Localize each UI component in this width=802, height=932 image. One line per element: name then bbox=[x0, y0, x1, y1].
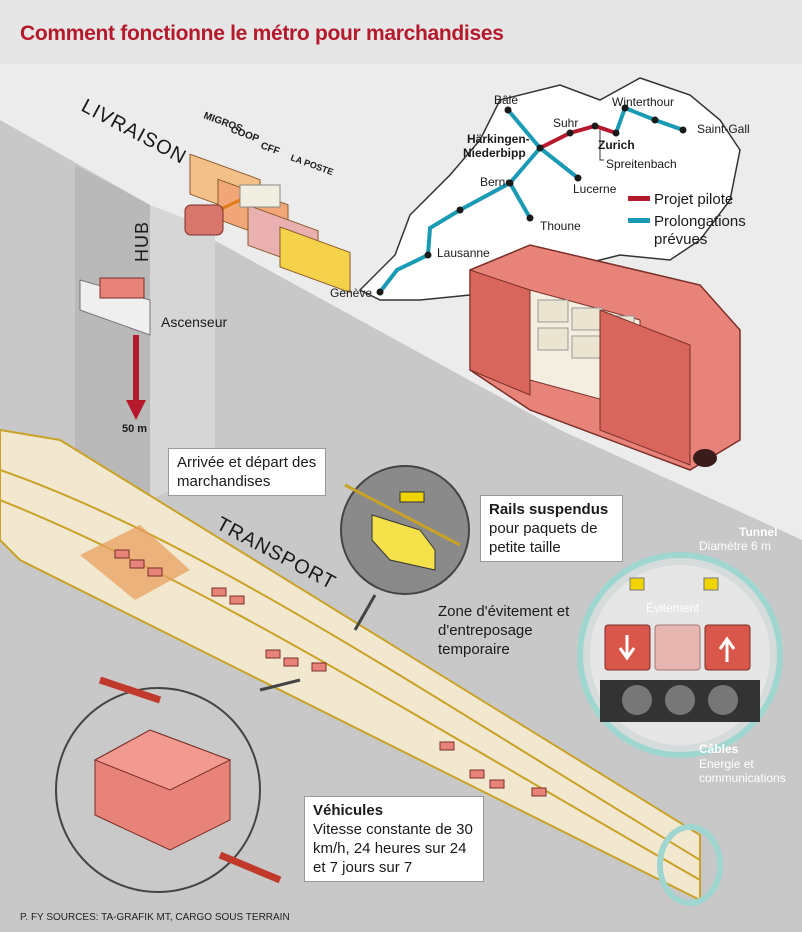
route-pilot bbox=[539, 123, 617, 150]
zone-label: Zone d'évitement et d'entreposage tempor… bbox=[438, 603, 570, 658]
header-band bbox=[0, 0, 802, 64]
route-lucerne bbox=[538, 146, 580, 180]
track-line-1 bbox=[0, 469, 701, 861]
hub-side bbox=[150, 205, 215, 500]
tunnel-cables-title: Câbles bbox=[699, 742, 739, 756]
rails-label: Rails suspendus pour paquets de petite t… bbox=[480, 495, 623, 562]
route-thoune bbox=[508, 182, 532, 219]
tunnel-bypass-label: Évitement bbox=[646, 600, 700, 615]
tunnel-diameter: Diamètre 6 m bbox=[699, 539, 771, 553]
route-basel bbox=[506, 108, 542, 150]
page-title: Comment fonctionne le métro pour marchan… bbox=[20, 22, 504, 45]
swiss-map bbox=[358, 77, 741, 301]
pallet-stack bbox=[239, 184, 281, 208]
tunnel-cross-section bbox=[577, 552, 783, 758]
vehicle-illustration bbox=[469, 244, 741, 471]
surface-pod bbox=[184, 204, 224, 236]
vehicles-label-title: Véhicules bbox=[313, 802, 384, 819]
city-suhr: Suhr bbox=[553, 116, 578, 130]
city-berne: Berne bbox=[480, 175, 512, 189]
rails-label-text: pour paquets de petite taille bbox=[489, 520, 598, 556]
hub-shaft bbox=[75, 165, 150, 500]
spreitenbach-leader bbox=[599, 130, 604, 161]
city-zurich: Zurich bbox=[598, 138, 635, 152]
legend-pilot-label: Projet pilote bbox=[654, 191, 733, 208]
city-geneve: Genève bbox=[330, 286, 372, 300]
city-winterthour: Winterthour bbox=[612, 95, 674, 109]
credits: P. FY SOURCES: TA-GRAFIK MT, CARGO SOUS … bbox=[20, 912, 290, 923]
route-east bbox=[614, 105, 684, 134]
city-lausanne: Lausanne bbox=[437, 246, 490, 260]
legend-pilot-swatch bbox=[628, 196, 650, 201]
city-lucerne: Lucerne bbox=[573, 182, 617, 196]
track-line-2 bbox=[0, 499, 701, 881]
rails-label-title: Rails suspendus bbox=[489, 501, 609, 518]
elevator-cargo bbox=[99, 277, 145, 299]
vehicles-label: Véhicules Vitesse constante de 30 km/h, … bbox=[304, 796, 484, 882]
hub-label: HUB bbox=[132, 221, 152, 262]
vehicles-label-text: Vitesse constante de 30 km/h, 24 heures … bbox=[313, 821, 473, 876]
city-bale: Bâle bbox=[494, 93, 518, 107]
arrival-label: Arrivée et départ des marchandises bbox=[168, 448, 326, 496]
city-harkingen: Härkingen-Niederbipp bbox=[463, 132, 530, 160]
elevator-depth: 50 m bbox=[122, 423, 147, 435]
elevator-arrow-head bbox=[126, 400, 146, 420]
city-thoune: Thoune bbox=[540, 219, 581, 233]
vehicle-magnifier bbox=[55, 676, 301, 893]
city-spreitenbach: Spreitenbach bbox=[606, 157, 677, 171]
tunnel-title: Tunnel bbox=[739, 525, 777, 539]
tunnel-end-ring bbox=[657, 824, 723, 906]
city-saint-gall: Saint-Gall bbox=[697, 122, 750, 136]
rail-magnifier bbox=[340, 465, 470, 631]
truck-laposte bbox=[279, 226, 351, 294]
elevator-label: Ascenseur bbox=[161, 314, 227, 330]
legend-extensions-swatch bbox=[628, 218, 650, 223]
